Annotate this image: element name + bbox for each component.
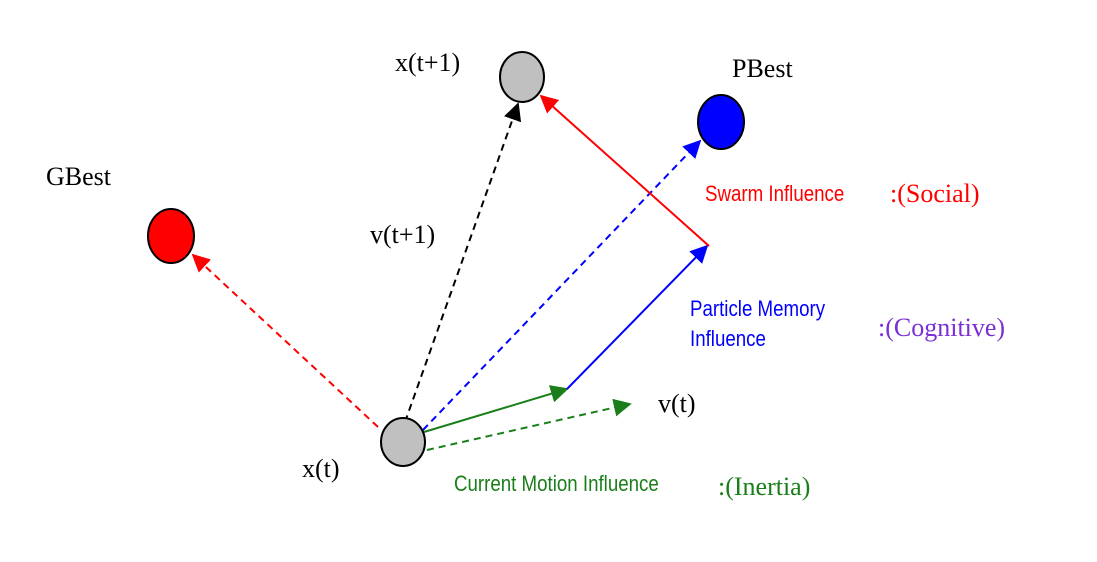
pbest-node [697, 94, 745, 150]
social-label: :(Social) [890, 179, 980, 208]
next-position-label: x(t+1) [395, 48, 461, 77]
cognitive-label: :(Cognitive) [878, 313, 1006, 342]
memory-influence-label-line1: Particle Memory [690, 296, 826, 321]
inertia-label: :(Inertia) [718, 472, 811, 501]
next-position-node [499, 51, 545, 103]
current-position-label: x(t) [302, 454, 340, 483]
motion-influence-label: Current Motion Influence [454, 471, 659, 496]
velocity-current-arrow [426, 398, 632, 451]
gbest-label: GBest [46, 162, 111, 191]
gbest-direction-arrow [191, 253, 379, 428]
pbest-direction-arrow [422, 139, 702, 431]
current-velocity-label: v(t) [658, 389, 696, 418]
memory-influence-label-line2: Influence [690, 326, 766, 351]
pbest-label: PBest [732, 54, 793, 83]
current-position-node [380, 417, 426, 467]
next-velocity-label: v(t+1) [370, 220, 436, 249]
swarm-influence-label: Swarm Influence [705, 181, 845, 206]
gbest-node [147, 208, 195, 264]
social-component-arrow [539, 94, 710, 247]
velocity-next-arrow [404, 102, 522, 423]
inertia-component-arrow [423, 385, 569, 433]
cognitive-component-arrow [566, 244, 709, 390]
